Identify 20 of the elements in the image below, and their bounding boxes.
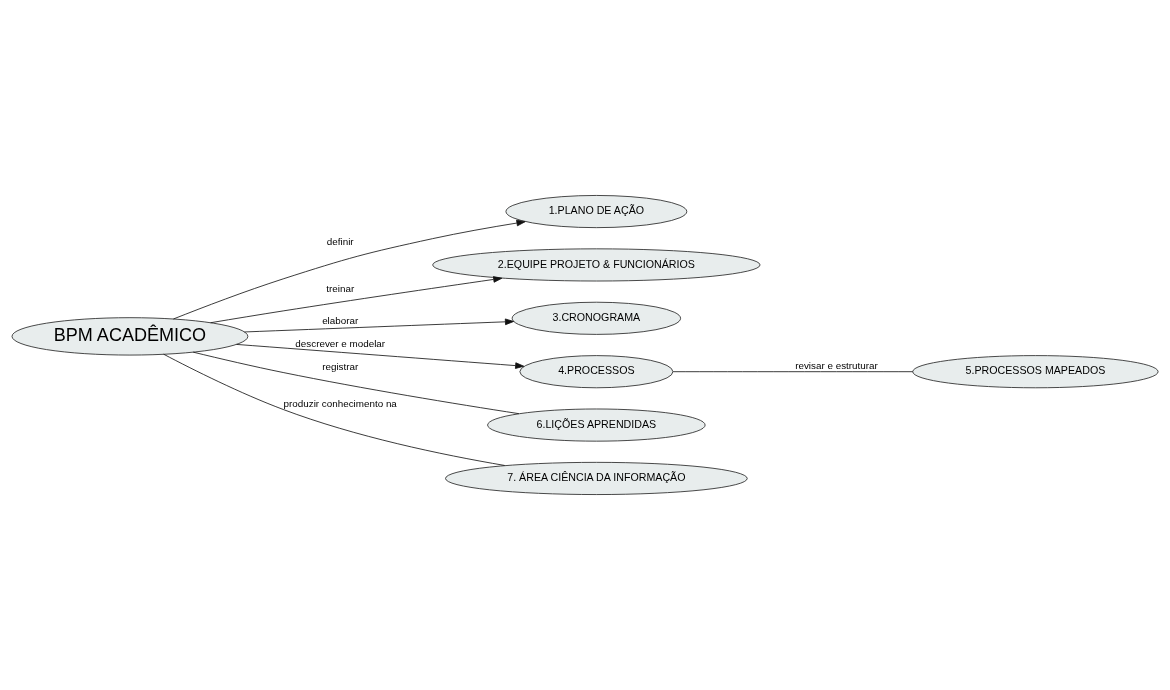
edge-label: registrar (322, 360, 359, 372)
connector (163, 353, 506, 466)
edge-label: treinar (326, 282, 355, 294)
connector (192, 351, 520, 415)
arrow (210, 276, 503, 324)
arrow (173, 219, 526, 320)
node-ellipse: 6.LIÇÕES APRENDIDAS (487, 408, 706, 442)
node-ellipse: 5.PROCESSOS MAPEADOS (912, 355, 1159, 389)
node-ellipse: BPM ACADÊMICO (11, 317, 249, 356)
node-ellipse: 7. ÁREA CIÊNCIA DA INFORMAÇÃO (445, 461, 748, 495)
connector (672, 371, 914, 373)
arrow (244, 318, 515, 333)
edge-label: produzir conhecimento na (283, 397, 397, 409)
edge-label: elaborar (322, 314, 359, 326)
node-ellipse: 3.CRONOGRAMA (511, 301, 681, 335)
node-ellipse: 4.PROCESSOS (519, 355, 674, 389)
edge-label: definir (326, 235, 354, 247)
edge-label: descrever e modelar (295, 337, 386, 349)
arrow (236, 344, 525, 369)
edge-label: revisar e estruturar (795, 359, 878, 371)
